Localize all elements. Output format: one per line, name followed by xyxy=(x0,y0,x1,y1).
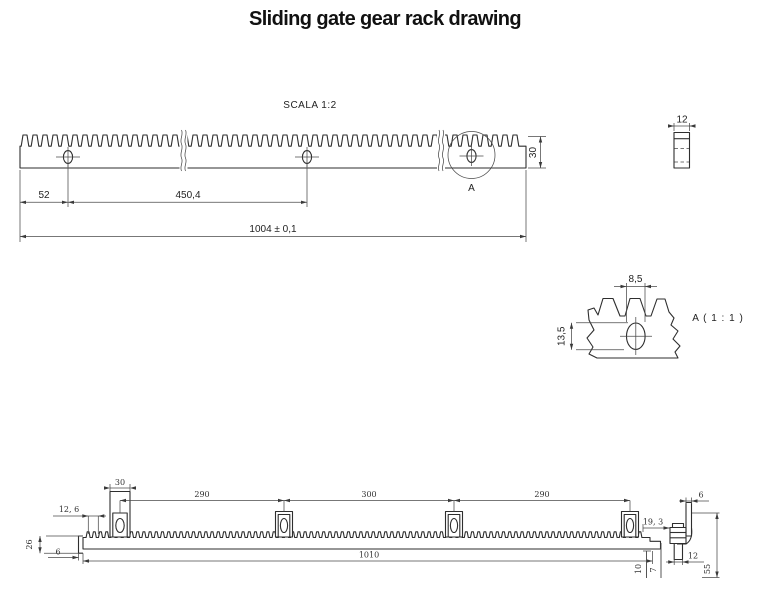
dim-arrow xyxy=(569,343,574,350)
dim-label-span_1: 290 xyxy=(194,490,209,499)
dim-arrow xyxy=(682,560,689,564)
tab-slot-hole xyxy=(625,517,635,534)
dim-arrow xyxy=(538,162,543,168)
rack-end-view xyxy=(673,131,691,169)
dim-arrow xyxy=(38,536,42,542)
break-mask xyxy=(179,129,188,171)
dim-arrow xyxy=(20,200,26,204)
dim-arrow xyxy=(278,498,284,503)
dim-arrow xyxy=(715,513,719,519)
detail-view-A: A ( 1 : 1 ) xyxy=(586,297,744,359)
dim-arrow xyxy=(689,124,696,128)
dim-arrow xyxy=(668,560,675,564)
break-line xyxy=(180,129,183,172)
mounting-holes xyxy=(56,146,484,167)
dim-label-end_dim_10: 10 xyxy=(634,564,643,574)
dim-label-total_length: 1004 ± 0,1 xyxy=(249,224,297,235)
dim-label-rack_thickness: 12 xyxy=(688,552,698,561)
dim-arrow xyxy=(72,555,79,560)
dim-label-bracket_thickness: 6 xyxy=(698,491,703,500)
dim-arrow xyxy=(448,498,454,503)
break-line xyxy=(442,129,444,172)
dim-arrow xyxy=(20,234,26,239)
dim-arrow xyxy=(663,526,670,530)
mounting-tabs xyxy=(109,490,640,538)
dim-label-tooth_depth: 19, 3 xyxy=(643,518,663,527)
dim-arrow xyxy=(301,200,307,204)
rack-outline xyxy=(19,134,527,169)
dim-label-offset: 52 xyxy=(38,190,50,201)
dim-arrow xyxy=(83,559,89,563)
rack-outline xyxy=(82,531,662,550)
section-cap xyxy=(671,522,685,529)
dim-arrow xyxy=(98,514,105,518)
dim-arrow xyxy=(68,200,74,204)
dim-label-slot_height: 13,5 xyxy=(557,326,568,346)
tab-slot-hole xyxy=(279,517,289,534)
detail-circle-A xyxy=(447,131,496,179)
dimension-annotations: 52 450,4 1004 ± 0,1 30 12 8,5 13,5 30 290 300 290 1… xyxy=(19,115,720,578)
tab-slot-hole xyxy=(115,517,125,534)
dim-arrow xyxy=(454,498,460,503)
rack-side-section xyxy=(669,501,693,561)
dim-label-slot_width: 8,5 xyxy=(629,274,643,285)
break-line xyxy=(438,129,440,172)
dim-arrow xyxy=(82,514,89,518)
break-mask xyxy=(437,129,445,171)
dim-arrow xyxy=(645,284,651,289)
tab-slot-hole xyxy=(449,517,459,534)
dim-label-span_3: 290 xyxy=(534,490,549,499)
bracket-plate xyxy=(685,501,693,537)
dim-arrow xyxy=(120,498,126,503)
scale-label: SCALA 1:2 xyxy=(283,100,336,111)
dim-label-span_2: 300 xyxy=(361,490,376,499)
detail-view-label: A ( 1 : 1 ) xyxy=(692,313,744,324)
dim-label-end_dim_7: 7 xyxy=(649,567,658,572)
detail-marker-label: A xyxy=(468,183,475,194)
break-line xyxy=(184,129,187,172)
dim-label-tooth_pitch: 12, 6 xyxy=(59,505,79,514)
dim-arrow xyxy=(691,499,698,503)
dim-arrow xyxy=(538,136,543,143)
section-tooth-block xyxy=(669,526,687,545)
dim-arrow xyxy=(104,486,110,490)
bottom-view-rack xyxy=(77,490,693,561)
dim-arrow xyxy=(62,200,68,204)
dim-arrow xyxy=(620,284,627,289)
dim-arrow xyxy=(284,498,290,503)
dim-arrow xyxy=(38,547,42,554)
dim-label-side_height: 55 xyxy=(703,564,712,574)
dim-label-end_step: 6 xyxy=(55,548,60,557)
end-view-body xyxy=(673,131,691,169)
dim-label-hole_spacing: 450,4 xyxy=(175,190,200,201)
top-view-rack-front: SCALA 1:2 A xyxy=(19,100,691,194)
dim-arrow xyxy=(646,559,653,563)
dim-label-height: 30 xyxy=(528,147,539,159)
dim-arrow xyxy=(520,234,526,239)
dim-arrow xyxy=(680,499,686,503)
dim-label-tab_width: 30 xyxy=(115,478,125,487)
dim-arrow xyxy=(715,571,719,578)
dim-arrow xyxy=(130,486,136,490)
dim-arrow xyxy=(668,124,674,128)
page-title: Sliding gate gear rack drawing xyxy=(248,8,522,30)
dim-label-width: 12 xyxy=(676,115,688,126)
dim-arrow xyxy=(569,322,574,329)
dim-label-total_length: 1010 xyxy=(359,551,379,560)
left-end-step xyxy=(77,535,83,554)
section-lower-bar xyxy=(673,543,684,561)
dim-label-rack_height: 26 xyxy=(25,539,34,549)
dim-arrow xyxy=(624,498,630,503)
